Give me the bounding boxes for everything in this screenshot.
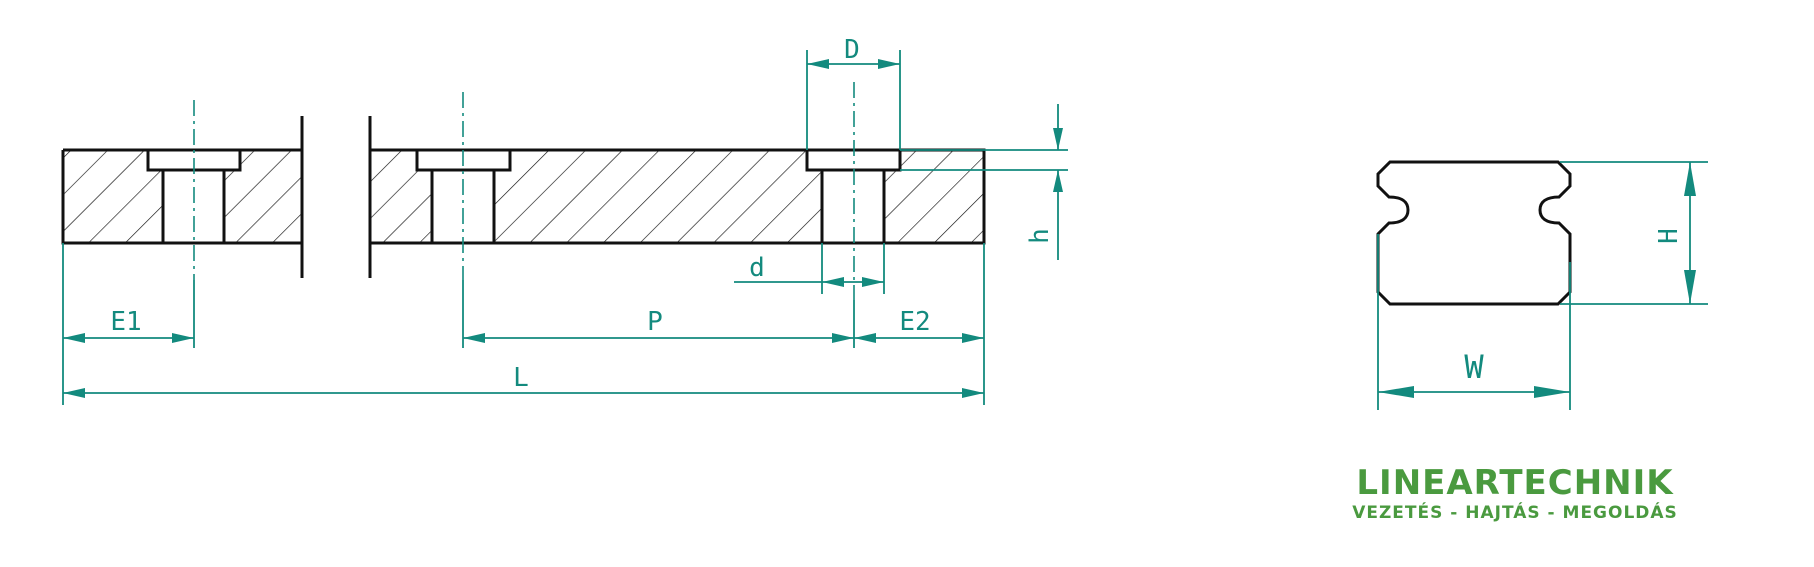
label-W: W (1464, 348, 1484, 386)
dimension-D: D (806, 35, 901, 150)
logo-name: LINEARTECHNIK (1356, 463, 1674, 503)
dimension-P: P (462, 280, 855, 348)
label-h: h (1025, 228, 1055, 244)
label-P: P (647, 307, 663, 337)
lineartechnik-logo: LINEARTECHNIK VEZETÉS - HAJTÁS - MEGOLDÁ… (1352, 463, 1678, 523)
dimension-E1: E1 (62, 243, 195, 405)
dimension-W: W (1377, 234, 1571, 410)
label-D: D (844, 35, 860, 65)
rail-side-view-right-segment (368, 82, 986, 300)
dimension-d: d (734, 243, 885, 294)
dimension-E2: E2 (854, 243, 985, 405)
dimension-H: H (1560, 161, 1708, 305)
logo-tagline: VEZETÉS - HAJTÁS - MEGOLDÁS (1352, 501, 1678, 523)
label-E1: E1 (110, 307, 141, 337)
label-d: d (749, 253, 765, 283)
dimension-L: L (63, 363, 984, 398)
dimension-h: h (900, 104, 1068, 260)
label-H: H (1654, 228, 1684, 244)
label-E2: E2 (899, 307, 930, 337)
rail-cross-section (1376, 160, 1572, 306)
rail-side-view-left-segment (61, 100, 304, 280)
label-L: L (513, 363, 529, 393)
